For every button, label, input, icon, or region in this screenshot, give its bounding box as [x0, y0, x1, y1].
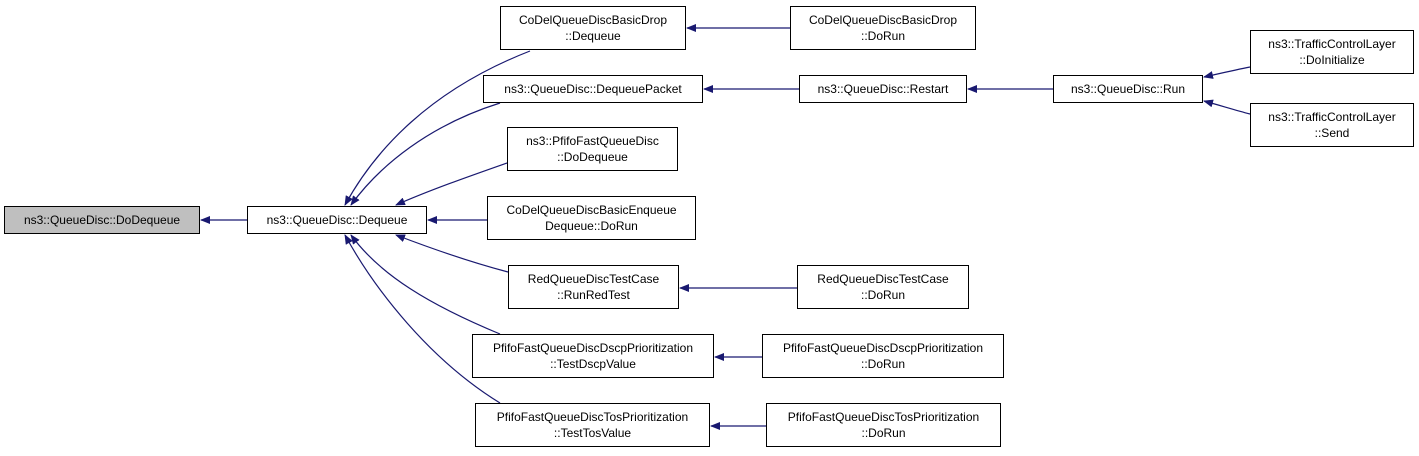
node-label: ns3::QueueDisc::Restart	[817, 82, 949, 96]
node-label: ::Dequeue	[565, 29, 621, 43]
node-label: ::DoRun	[860, 357, 906, 371]
node-tcl-send[interactable]: ns3::TrafficControlLayer ::Send	[1250, 103, 1414, 147]
node-pfifo-tos-testtosvalue[interactable]: PfifoFastQueueDiscTosPrioritization ::Te…	[475, 403, 710, 447]
node-red-dorun[interactable]: RedQueueDiscTestCase ::DoRun	[797, 265, 969, 309]
node-label: ns3::QueueDisc::DequeuePacket	[504, 82, 682, 96]
node-pfifo-dodequeue[interactable]: ns3::PfifoFastQueueDisc ::DoDequeue	[507, 127, 678, 171]
node-label: ns3::PfifoFastQueueDisc	[526, 134, 659, 148]
node-restart[interactable]: ns3::QueueDisc::Restart	[799, 75, 967, 103]
edge-pfifo-dscp-testdscpvalue-to-dequeue	[350, 234, 501, 335]
node-tcl-doinitialize[interactable]: ns3::TrafficControlLayer ::DoInitialize	[1250, 30, 1414, 74]
node-codel-drop-dequeue[interactable]: CoDelQueueDiscBasicDrop ::Dequeue	[500, 6, 686, 50]
node-label: CoDelQueueDiscBasicEnqueue	[506, 203, 677, 217]
node-label: ::Send	[1314, 126, 1350, 140]
node-codel-enqueue-dequeue-dorun[interactable]: CoDelQueueDiscBasicEnqueue Dequeue::DoRu…	[487, 196, 696, 240]
node-label: ::TestDscpValue	[550, 357, 636, 371]
node-label: ns3::QueueDisc::DoDequeue	[23, 213, 181, 227]
node-label: RedQueueDiscTestCase	[817, 272, 949, 286]
edge-codel-drop-dequeue-to-dequeue	[344, 50, 531, 206]
edge-dequeuepacket-to-dequeue	[350, 102, 501, 206]
edge-pfifo-dodequeue-to-dequeue	[395, 162, 508, 206]
node-label: CoDelQueueDiscBasicDrop	[518, 13, 668, 27]
node-label: RedQueueDiscTestCase	[527, 272, 660, 286]
node-label: CoDelQueueDiscBasicDrop	[808, 13, 958, 27]
node-label: ns3::TrafficControlLayer	[1268, 37, 1396, 51]
node-pfifo-dscp-dorun[interactable]: PfifoFastQueueDiscDscpPrioritization ::D…	[762, 334, 1004, 378]
node-label: ns3::QueueDisc::Run	[1070, 82, 1186, 96]
node-label: PfifoFastQueueDiscTosPrioritization	[496, 410, 689, 424]
node-pfifo-tos-dorun[interactable]: PfifoFastQueueDiscTosPrioritization ::Do…	[766, 403, 1001, 447]
edge-pfifo-tos-testtosvalue-to-dequeue	[344, 234, 501, 404]
node-red-runredtest[interactable]: RedQueueDiscTestCase ::RunRedTest	[508, 265, 679, 309]
node-label: ::RunRedTest	[557, 288, 630, 302]
node-label: Dequeue::DoRun	[545, 219, 638, 233]
node-run[interactable]: ns3::QueueDisc::Run	[1053, 75, 1203, 103]
node-label: ::DoRun	[860, 29, 906, 43]
node-dequeue[interactable]: ns3::QueueDisc::Dequeue	[247, 206, 427, 234]
node-label: ns3::TrafficControlLayer	[1268, 110, 1396, 124]
node-pfifo-dscp-testdscpvalue[interactable]: PfifoFastQueueDiscDscpPrioritization ::T…	[472, 334, 714, 378]
node-label: ::DoRun	[860, 288, 906, 302]
node-codel-drop-dorun[interactable]: CoDelQueueDiscBasicDrop ::DoRun	[790, 6, 976, 50]
edge-red-runredtest-to-dequeue	[395, 234, 509, 273]
node-label: ::DoRun	[861, 426, 906, 440]
node-label: PfifoFastQueueDiscTosPrioritization	[787, 410, 980, 424]
node-label: ::DoDequeue	[557, 150, 628, 164]
node-label: ::DoInitialize	[1299, 53, 1365, 67]
edge-tcl-doinitialize-to-run	[1203, 66, 1251, 79]
node-label: PfifoFastQueueDiscDscpPrioritization	[782, 341, 984, 355]
node-dequeuepacket[interactable]: ns3::QueueDisc::DequeuePacket	[483, 75, 703, 103]
edge-tcl-send-to-run	[1203, 99, 1251, 115]
node-label: ::TestTosValue	[553, 426, 632, 440]
node-label: ns3::QueueDisc::Dequeue	[266, 213, 408, 227]
node-label: PfifoFastQueueDiscDscpPrioritization	[492, 341, 694, 355]
node-dodequeue[interactable]: ns3::QueueDisc::DoDequeue	[4, 206, 200, 234]
